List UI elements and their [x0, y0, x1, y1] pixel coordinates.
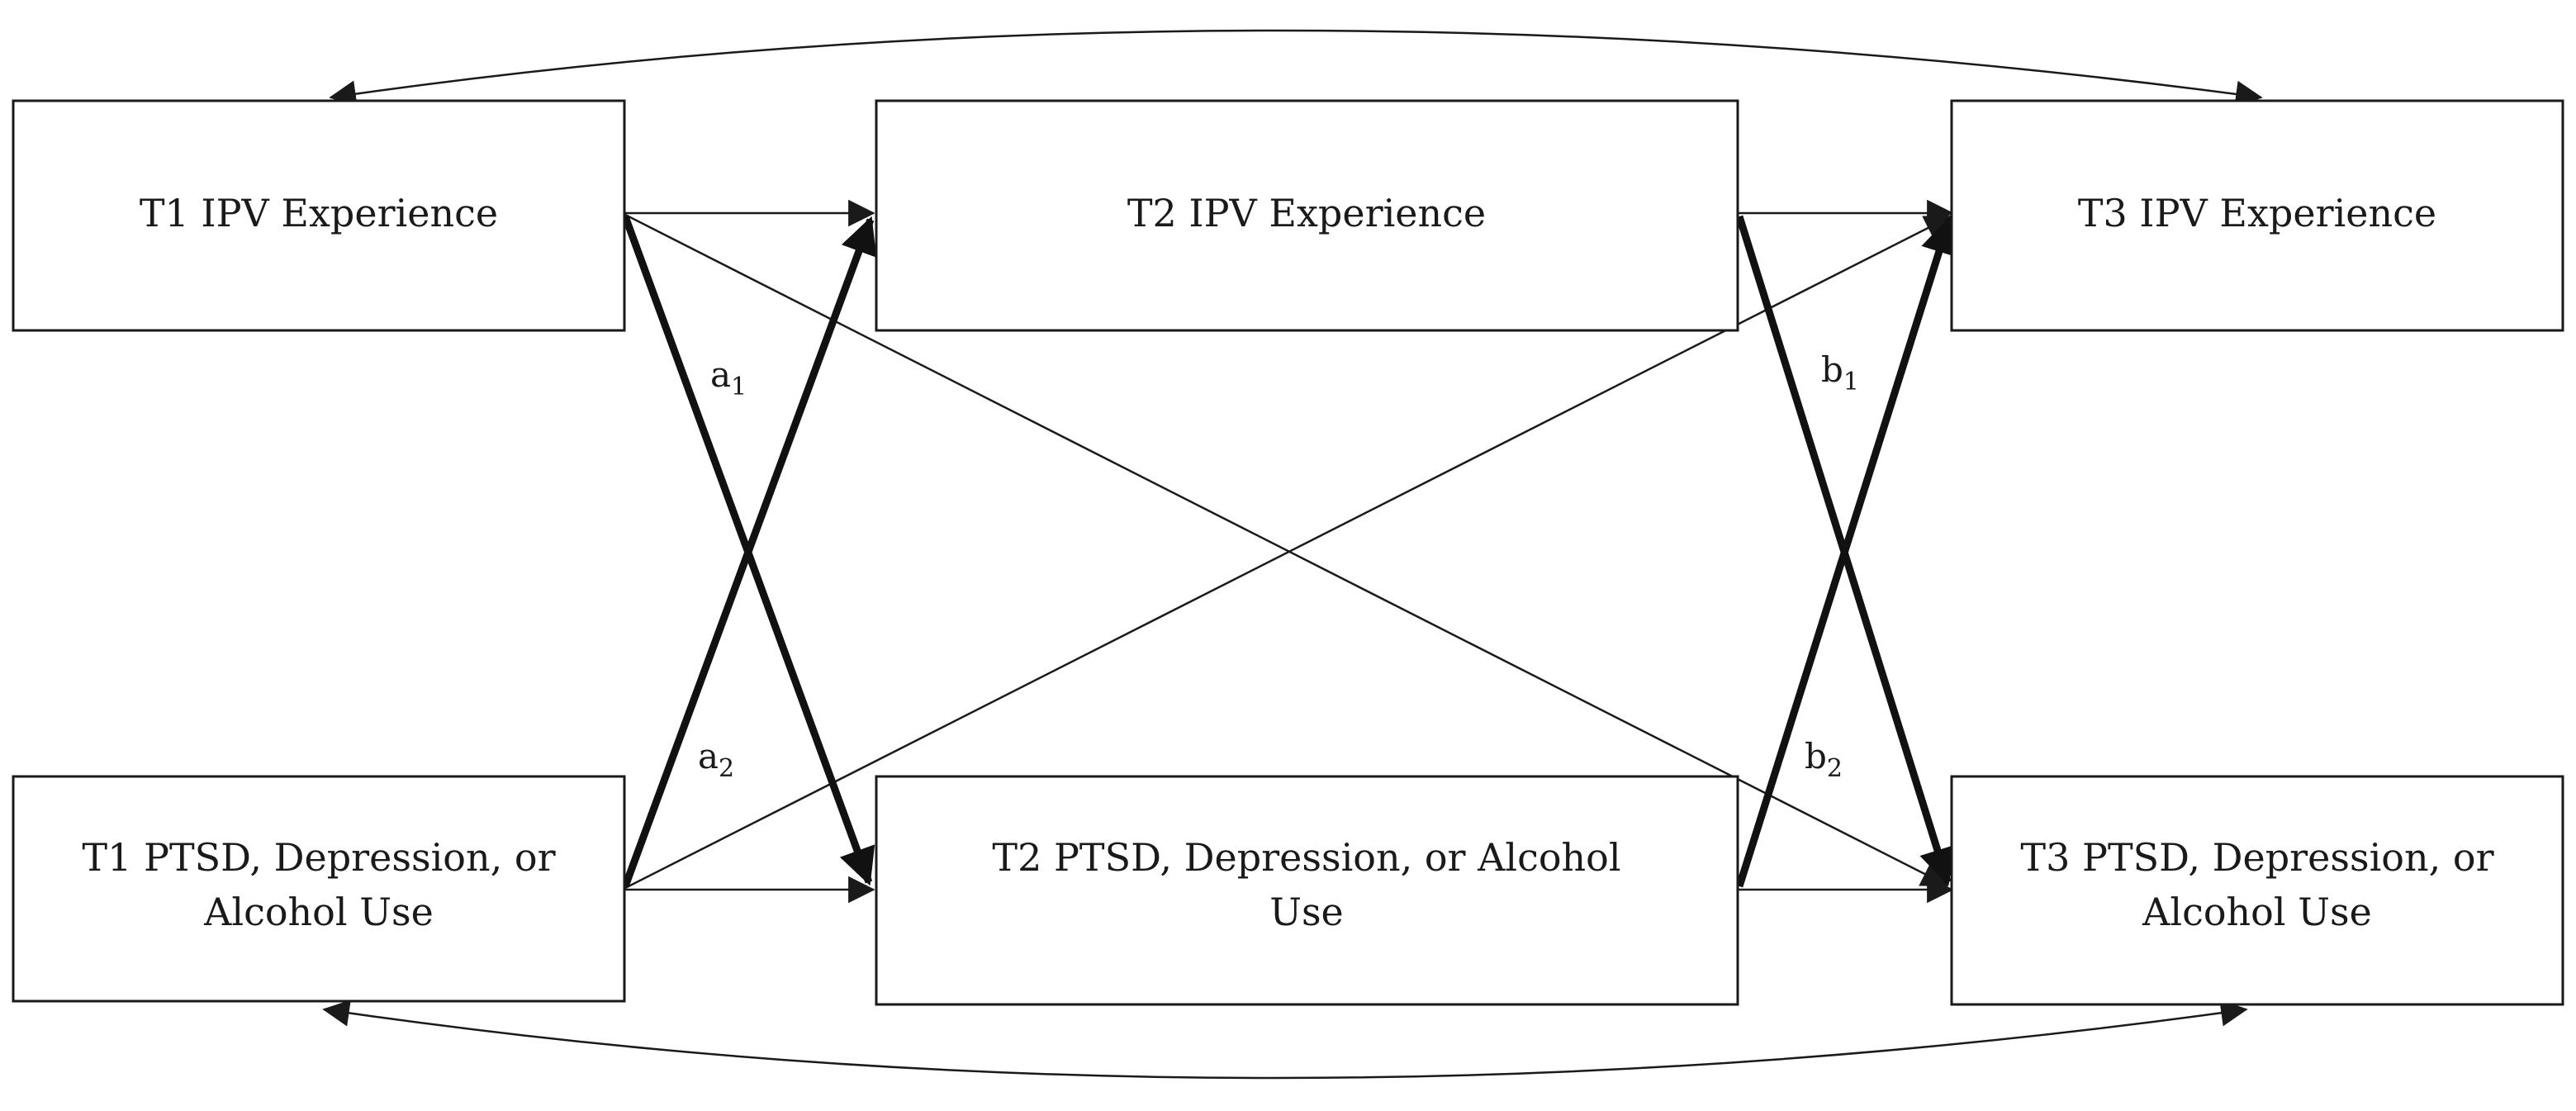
node-t1-ipv: T1 IPV Experience: [12, 99, 626, 332]
node-t1-mh: T1 PTSD, Depression, or Alcohol Use: [12, 775, 626, 1003]
node-t1-mh-label-line2: Alcohol Use: [203, 890, 434, 934]
node-t1-ipv-label: T1 IPV Experience: [140, 191, 498, 235]
node-t2-mh: T2 PTSD, Depression, or Alcohol Use: [875, 775, 1739, 1006]
node-t2-mh-label-line2: Use: [1269, 890, 1344, 934]
node-t3-ipv-label: T3 IPV Experience: [2078, 191, 2436, 235]
path-label-a2: a2: [698, 736, 734, 783]
node-t2-mh-label-line1: T2 PTSD, Depression, or Alcohol: [992, 835, 1620, 880]
arrow-t1-ipv-to-t3-mh: [624, 213, 1949, 887]
node-t3-mh-label-line2: Alcohol Use: [2142, 890, 2372, 934]
node-t3-mh-label-line1: T3 PTSD, Depression, or: [2020, 835, 2493, 880]
path-label-b2: b2: [1805, 736, 1843, 783]
node-t2-ipv: T2 IPV Experience: [875, 99, 1739, 332]
covariance-curve-bottom: [322, 999, 2248, 1080]
node-t1-mh-label-line1: T1 PTSD, Depression, or: [82, 835, 555, 880]
arrow-b2-t2-mh-to-t3-ipv: [1735, 216, 1957, 888]
node-t2-ipv-label: T2 IPV Experience: [1127, 191, 1486, 235]
covariance-curve-top: [329, 29, 2263, 108]
path-label-a1: a1: [710, 354, 747, 401]
node-t3-ipv: T3 IPV Experience: [1950, 99, 2564, 332]
node-t3-mh: T3 PTSD, Depression, or Alcohol Use: [1950, 775, 2564, 1006]
arrow-a2-t1-mh-to-t2-ipv: [621, 216, 877, 888]
path-label-b1: b1: [1821, 349, 1859, 396]
